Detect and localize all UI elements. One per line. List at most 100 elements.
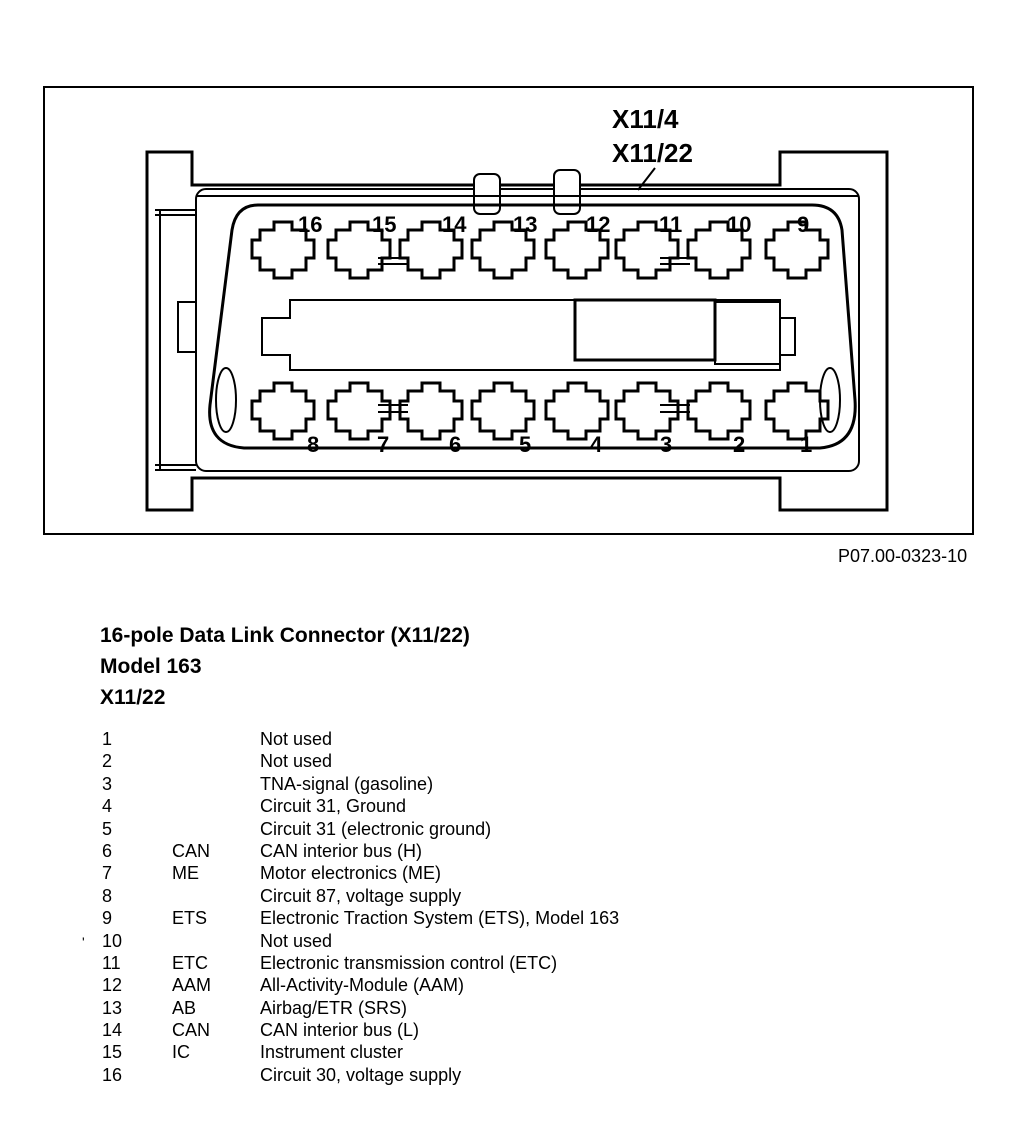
connector-title: 16-pole Data Link Connector (X11/22) xyxy=(100,624,470,647)
pin-abbreviation: CAN xyxy=(172,840,211,861)
pin-cell xyxy=(326,381,392,441)
pin-number: 3 xyxy=(102,773,113,794)
pin-number: 8 xyxy=(307,432,319,457)
left-key-slot xyxy=(215,367,237,433)
pin-cell xyxy=(398,381,464,441)
pin-cell xyxy=(544,381,610,441)
pin-number: 6 xyxy=(102,840,113,861)
pin-cell xyxy=(686,381,752,441)
pin-number: 5 xyxy=(102,818,113,839)
pin-number: 6 xyxy=(449,432,461,457)
pin-description: Circuit 31 (electronic ground) xyxy=(260,818,492,839)
pin-abbreviation: AAM xyxy=(172,975,212,996)
pin-description: TNA-signal (gasoline) xyxy=(260,773,434,794)
connector-id: X11/22 xyxy=(100,686,166,709)
pin-number: 15 xyxy=(372,212,396,237)
pin-description: Circuit 31, Ground xyxy=(260,796,407,817)
pin-cell xyxy=(544,220,610,280)
pin-cell xyxy=(614,381,680,441)
pin-number: 7 xyxy=(102,863,113,884)
pin-number: 5 xyxy=(519,432,531,457)
pin-number: 12 xyxy=(102,975,123,996)
pin-row: 6 CAN CAN interior bus (H) xyxy=(102,840,802,862)
pin-description: Not used xyxy=(260,729,333,749)
pin-number: 13 xyxy=(102,997,123,1018)
connector-label-x11-22: X11/22 xyxy=(612,138,693,168)
pin-abbreviation: ETC xyxy=(172,952,208,973)
pin-number: 8 xyxy=(102,885,113,906)
figure-reference: P07.00-0323-10 xyxy=(838,546,968,566)
pin-description: CAN interior bus (H) xyxy=(260,840,423,861)
pin-row: 11 ETC Electronic transmission control (ET… xyxy=(102,952,802,974)
pin-number: 2 xyxy=(733,432,745,457)
pin-cell xyxy=(764,220,830,280)
pin-cell xyxy=(250,220,316,280)
pin-description: Airbag/ETR (SRS) xyxy=(260,997,408,1018)
label-leader-line xyxy=(637,167,656,191)
left-rail xyxy=(155,209,197,471)
pin-row: 7 ME Motor electronics (ME) xyxy=(102,862,802,884)
pin-number: 10 xyxy=(102,930,123,951)
pin-row: 5 Circuit 31 (electronic ground) xyxy=(102,818,802,840)
channel-latch xyxy=(714,301,781,365)
pin-number: 16 xyxy=(298,212,322,237)
pin-cell xyxy=(470,381,536,441)
pin-description: Not used xyxy=(260,751,333,772)
pin-description: Instrument cluster xyxy=(260,1042,404,1063)
bottom-pin-numbers: 8 7 6 5 4 3 2 1 xyxy=(307,432,812,457)
pin-number: 4 xyxy=(590,432,603,457)
pin-cell xyxy=(470,220,536,280)
pin-row: 14 CAN CAN interior bus (L) xyxy=(102,1019,802,1041)
connector-label-x11-4: X11/4 xyxy=(612,104,679,134)
pin-number: 4 xyxy=(102,796,113,817)
connector-diagram: X11/4 X11/22 16 15 14 13 12 11 10 9 8 7 … xyxy=(43,86,974,535)
pin-number: 12 xyxy=(586,212,610,237)
diagram-frame xyxy=(43,86,974,535)
pin-row: 8 Circuit 87, voltage supply xyxy=(102,885,802,907)
pin-number: 14 xyxy=(442,212,467,237)
pin-description: Circuit 30, voltage supply xyxy=(260,1064,462,1085)
pin-description: Motor electronics (ME) xyxy=(260,863,442,884)
pin-row: 15 IC Instrument cluster xyxy=(102,1041,802,1063)
pin-abbreviation: IC xyxy=(172,1042,190,1063)
pin-abbreviation: AB xyxy=(172,997,197,1018)
pin-row: 3 TNA-signal (gasoline) xyxy=(102,773,802,795)
pin-row: 13 AB Airbag/ETR (SRS) xyxy=(102,997,802,1019)
pin-number: 3 xyxy=(660,432,672,457)
pin-cell xyxy=(764,381,830,441)
pin-cell xyxy=(614,220,680,280)
top-tabs xyxy=(196,169,859,215)
pin-cell xyxy=(250,381,316,441)
pin-abbreviation: CAN xyxy=(172,1020,211,1041)
pin-number: 13 xyxy=(513,212,537,237)
socket-outline xyxy=(208,203,857,450)
pin-row: 4 Circuit 31, Ground xyxy=(102,795,802,817)
pin-description: CAN interior bus (L) xyxy=(260,1020,420,1041)
pin-row: 12 AAM All-Activity-Module (AAM) xyxy=(102,974,802,996)
pin-number: 10 xyxy=(727,212,751,237)
pin-number: 9 xyxy=(797,212,809,237)
pin-number: 9 xyxy=(102,908,113,929)
pin-cell xyxy=(326,220,392,280)
channel-insert xyxy=(573,298,717,362)
pin-description: All-Activity-Module (AAM) xyxy=(260,975,465,996)
pin-description: Circuit 87, voltage supply xyxy=(260,885,462,906)
pin-cell xyxy=(686,220,752,280)
pin-number: 14 xyxy=(102,1020,123,1041)
top-pin-row xyxy=(250,220,830,280)
pin-abbreviation: ETS xyxy=(172,908,208,929)
pin-description: Electronic transmission control (ETC) xyxy=(260,952,558,973)
pin-number: 11 xyxy=(659,212,682,237)
pin-number: 1 xyxy=(800,432,812,457)
bottom-pin-row xyxy=(250,381,830,441)
model-label: Model 163 xyxy=(100,655,202,678)
pin-number: 11 xyxy=(102,952,121,973)
pin-abbreviation: ME xyxy=(172,863,199,884)
pin-number: 15 xyxy=(102,1042,123,1063)
